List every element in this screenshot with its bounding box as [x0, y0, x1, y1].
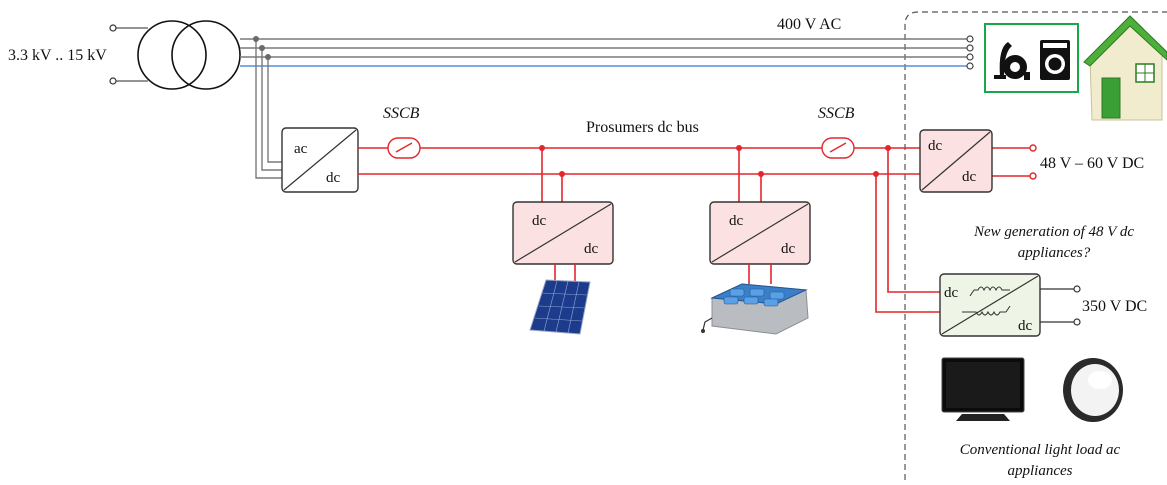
ac-appliances-caption-line2: appliances	[1008, 463, 1073, 479]
household-boundary	[904, 11, 1167, 480]
ac-dc-converter: ac dc	[281, 127, 359, 193]
converter-top-label: ac	[294, 141, 308, 157]
pv-dc-dc-converter: dc dc	[512, 201, 614, 265]
converter-top-label: dc	[729, 213, 744, 229]
ac-taps	[253, 36, 282, 179]
converter-top-label: dc	[532, 213, 547, 229]
dc-appliances-caption-line1: New generation of 48 V dc	[973, 224, 1134, 240]
dc-bus-label: Prosumers dc bus	[586, 119, 699, 136]
ceiling-lamp-icon	[1063, 358, 1123, 422]
transformer-icon	[109, 20, 241, 90]
washing-machine-icon	[1040, 40, 1070, 80]
converter-bottom-label: dc	[326, 170, 341, 186]
television-icon	[941, 357, 1025, 421]
pv-leads	[554, 264, 576, 282]
dc-appliances-caption-line2: appliances?	[1018, 245, 1091, 261]
converter-top-label: dc	[928, 138, 943, 154]
isolation-transformer-icon	[962, 286, 1011, 316]
dc-bus	[358, 147, 1030, 313]
output-350v-terminal-neg	[1073, 318, 1081, 326]
mv-voltage-label: 3.3 kV .. 15 kV	[8, 47, 107, 64]
ac-three-phase-lines	[240, 35, 974, 70]
battery-leads	[748, 264, 772, 284]
converter-top-label: dc	[944, 285, 959, 301]
output-350v-label: 350 V DC	[1082, 298, 1147, 315]
converter-bottom-label: dc	[584, 241, 599, 257]
sscb-right-label: SSCB	[818, 105, 855, 122]
output-350v-leads	[1040, 288, 1074, 323]
dc-bus-junctions	[539, 145, 891, 177]
converter-bottom-label: dc	[1018, 318, 1033, 334]
solar-panel-icon	[529, 279, 591, 335]
converter-bottom-label: dc	[962, 169, 977, 185]
isolated-dc-dc-converter: dc dc	[939, 273, 1041, 337]
lv-voltage-label: 400 V AC	[777, 16, 841, 33]
converter-bottom-label: dc	[781, 241, 796, 257]
sscb-left-breaker	[387, 137, 421, 159]
output-48v-terminal-neg	[1029, 172, 1037, 180]
house-icon	[1083, 15, 1167, 121]
vacuum-cleaner-icon	[994, 42, 1030, 80]
battery-pack-icon	[701, 283, 809, 335]
low-voltage-dc-dc-converter: dc dc	[919, 129, 993, 193]
sscb-right-breaker	[821, 137, 855, 159]
output-350v-terminal-pos	[1073, 285, 1081, 293]
output-48v-label: 48 V – 60 V DC	[1040, 155, 1144, 172]
sscb-left-label: SSCB	[383, 105, 420, 122]
output-48v-terminal-pos	[1029, 144, 1037, 152]
ac-appliances-caption-line1: Conventional light load ac	[960, 442, 1121, 458]
battery-dc-dc-converter: dc dc	[709, 201, 811, 265]
